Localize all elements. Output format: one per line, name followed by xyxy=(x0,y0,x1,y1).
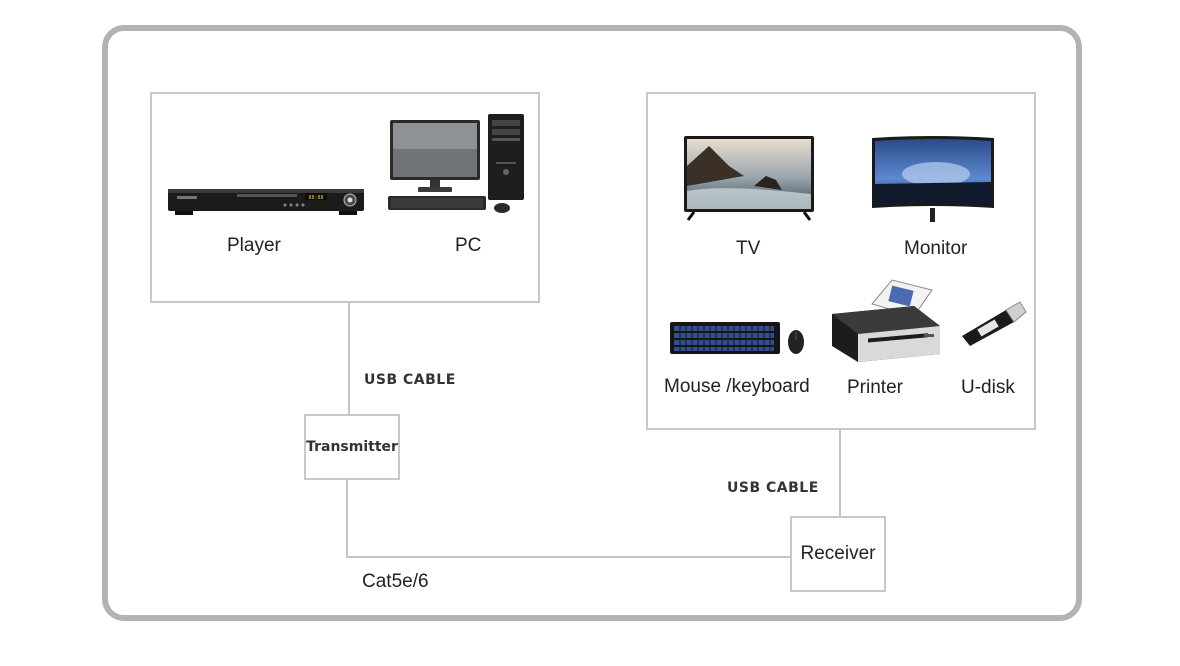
keyboard-mouse-icon xyxy=(670,322,804,354)
player-label: Player xyxy=(227,235,281,256)
diagram-frame xyxy=(102,25,1082,621)
destination-devices-box: TV Monitor Mouse /keyboard xyxy=(646,92,1036,430)
receiver-label: Receiver xyxy=(800,543,876,564)
desktop-pc-icon xyxy=(388,114,524,213)
pc-label: PC xyxy=(455,235,482,256)
cat5e-label: Cat5e/6 xyxy=(362,571,429,592)
cat-line-vertical xyxy=(346,480,348,558)
usb-line-destination xyxy=(839,428,841,516)
mouse-keyboard-label: Mouse /keyboard xyxy=(664,376,810,397)
monitor-icon xyxy=(872,136,994,222)
tv-icon xyxy=(684,136,814,221)
receiver-box: Receiver xyxy=(790,516,886,592)
udisk-label: U-disk xyxy=(961,377,1015,398)
tv-label: TV xyxy=(736,238,761,259)
dvd-player-icon: 88:88 xyxy=(168,189,364,215)
monitor-label: Monitor xyxy=(904,238,968,259)
source-devices-box: 88:88 Player PC xyxy=(150,92,540,303)
printer-icon xyxy=(832,279,940,362)
transmitter-box: Transmitter xyxy=(304,414,400,480)
svg-text:88:88: 88:88 xyxy=(308,195,323,201)
printer-label: Printer xyxy=(847,377,903,398)
cat-line-horizontal xyxy=(346,556,790,558)
usb-cable-label-source: USB CABLE xyxy=(364,372,456,388)
usb-line-source xyxy=(348,302,350,414)
usb-cable-label-destination: USB CABLE xyxy=(727,480,819,496)
usb-drive-icon xyxy=(962,301,1027,346)
transmitter-label: Transmitter xyxy=(306,439,398,455)
